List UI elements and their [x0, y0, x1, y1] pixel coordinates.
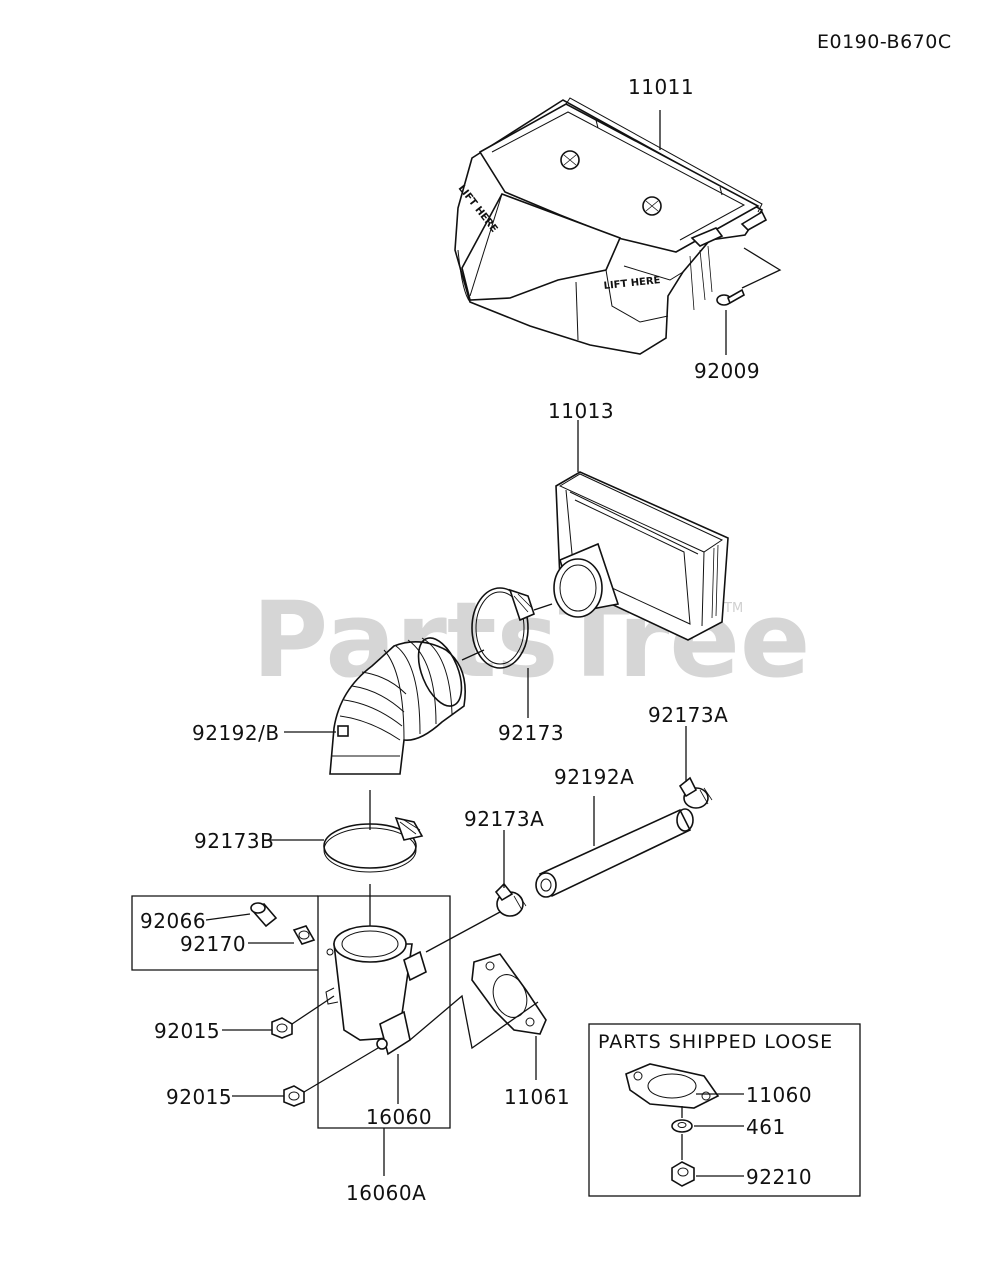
label-16060a: 16060A: [346, 1181, 426, 1205]
screw-92009[interactable]: [716, 288, 746, 306]
label-92173b: 92173B: [194, 829, 274, 853]
gasket-11061[interactable]: [471, 953, 547, 1035]
label-92173: 92173: [498, 721, 564, 745]
label-16060: 16060: [366, 1105, 432, 1129]
label-11061: 11061: [504, 1085, 570, 1109]
straight-hose-92192a[interactable]: [535, 808, 694, 898]
air-filter-element-11013[interactable]: [553, 471, 729, 641]
label-92009: 92009: [694, 359, 760, 383]
pipe-housing-16060[interactable]: [325, 925, 427, 1056]
elbow-hose-92192b[interactable]: [329, 632, 470, 775]
parts-shipped-loose-box: PARTS SHIPPED LOOSE 11060 461 92210: [588, 1023, 861, 1197]
cap-92066[interactable]: [250, 902, 278, 928]
hose-clamp-92173b[interactable]: [323, 816, 424, 873]
nut-92015-lower[interactable]: [283, 1085, 305, 1107]
label-92192a: 92192A: [554, 765, 634, 789]
diagram-ref-code: E0190-B670C: [817, 31, 952, 53]
label-11060: 11060: [746, 1083, 812, 1107]
watermark-text: PartsTree: [252, 579, 810, 701]
label-461: 461: [746, 1115, 786, 1139]
label-11011: 11011: [628, 75, 694, 99]
nut-92015-upper[interactable]: [271, 1017, 293, 1039]
small-clamp-92173a-mid[interactable]: [494, 882, 527, 917]
hose-clamp-92173[interactable]: [471, 587, 535, 669]
label-92173a-mid: 92173A: [464, 807, 544, 831]
label-92066: 92066: [140, 909, 206, 933]
label-92192b: 92192/B: [192, 721, 280, 745]
label-92015-lower: 92015: [166, 1085, 232, 1109]
label-92173a-top: 92173A: [648, 703, 728, 727]
gasket-11060[interactable]: [625, 1063, 720, 1109]
label-92210: 92210: [746, 1165, 812, 1189]
small-clamp-92173a-top[interactable]: [678, 776, 713, 809]
label-11013: 11013: [548, 399, 614, 423]
washer-461[interactable]: [671, 1119, 693, 1133]
air-cleaner-cover-11011[interactable]: LIFT HERE LIFT HERE: [454, 97, 768, 355]
label-92170: 92170: [180, 932, 246, 956]
loose-box-title: PARTS SHIPPED LOOSE: [598, 1031, 833, 1053]
label-92015-upper: 92015: [154, 1019, 220, 1043]
clip-92170[interactable]: [292, 925, 316, 945]
nut-92210[interactable]: [671, 1161, 695, 1187]
watermark-trademark: TM: [723, 601, 743, 616]
